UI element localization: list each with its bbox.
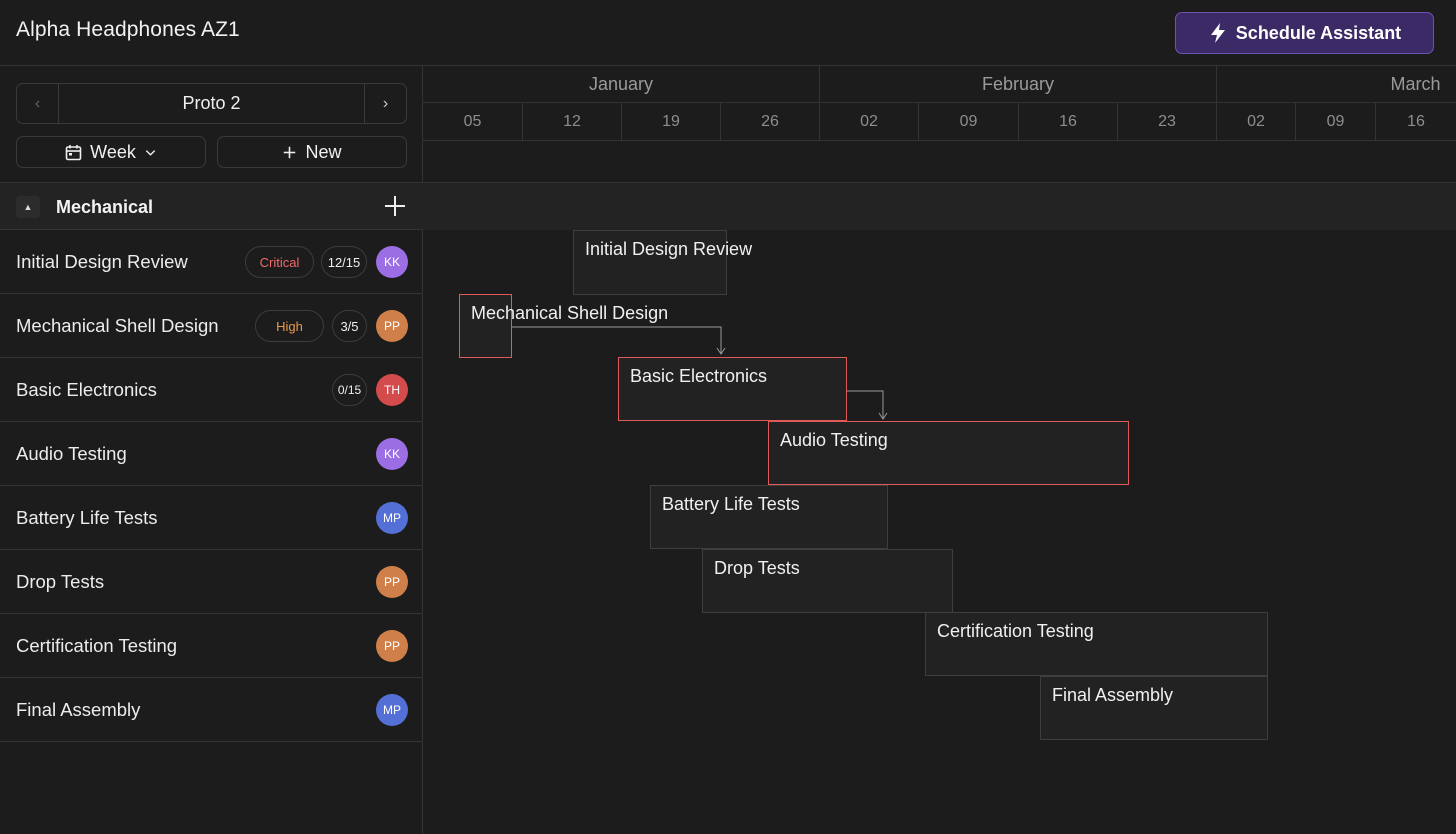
new-task-button[interactable]: New [217, 136, 407, 168]
schedule-assistant-label: Schedule Assistant [1235, 22, 1402, 43]
subtask-count-badge: 12/15 [321, 246, 367, 278]
task-bar-label: Basic Electronics [630, 366, 768, 386]
task-bar-label: Certification Testing [937, 621, 1094, 641]
week-label: 12 [523, 103, 622, 140]
caret-up-icon: ▲ [23, 202, 33, 212]
assignee-avatar[interactable]: PP [376, 630, 408, 662]
task-bar-audio-testing[interactable]: Audio Testing [768, 421, 1129, 485]
task-row[interactable]: Certification Testing PP [0, 614, 423, 678]
task-row[interactable]: Final Assembly MP [0, 678, 423, 742]
divider [423, 182, 1456, 183]
week-label: 16 [1407, 112, 1425, 130]
week-label: 09 [919, 103, 1019, 140]
assignee-avatar[interactable]: KK [376, 438, 408, 470]
task-name: Battery Life Tests [16, 507, 158, 528]
task-bar-label: Final Assembly [1052, 685, 1174, 705]
next-phase-button[interactable]: › [364, 84, 406, 123]
week-label: 02 [820, 103, 919, 140]
phase-navigator: ‹ Proto 2 › [16, 83, 407, 124]
task-bar-basic-electronics[interactable]: Basic Electronics [618, 357, 847, 421]
week-label: 09 [1296, 103, 1376, 140]
assignee-avatar[interactable]: MP [376, 694, 408, 726]
assignee-avatar[interactable]: TH [376, 374, 408, 406]
dependency-arrow [512, 326, 722, 353]
task-name: Basic Electronics [16, 379, 157, 400]
dependency-arrowhead [716, 347, 726, 355]
assignee-avatar[interactable]: MP [376, 502, 408, 534]
dependency-arrow [847, 390, 884, 418]
task-name: Drop Tests [16, 571, 105, 592]
week-label: 05 [423, 103, 523, 140]
task-bar-label: Mechanical Shell Design [471, 303, 669, 323]
task-bar-mechanical-shell-design[interactable]: Mechanical Shell Design [459, 294, 668, 358]
collapse-group-button[interactable]: ▲ [16, 196, 40, 218]
task-row[interactable]: Battery Life Tests MP [0, 486, 423, 550]
subtask-count-badge: 3/5 [332, 310, 367, 342]
task-row[interactable]: Basic Electronics 0/15 TH [0, 358, 423, 422]
schedule-assistant-button[interactable]: Schedule Assistant [1175, 12, 1434, 54]
task-row[interactable]: Drop Tests PP [0, 550, 423, 614]
task-bar-initial-design-review[interactable]: Initial Design Review [573, 230, 752, 295]
task-name: Certification Testing [16, 635, 178, 656]
group-header-mechanical: ▲ Mechanical [0, 183, 423, 230]
task-bar-label: Battery Life Tests [662, 494, 800, 514]
priority-badge: Critical [245, 246, 314, 278]
assignee-avatar[interactable]: PP [376, 566, 408, 598]
task-name: Initial Design Review [16, 251, 188, 272]
week-label: 26 [721, 103, 820, 140]
chevron-left-icon: ‹ [34, 94, 41, 112]
month-label: January [423, 66, 820, 103]
new-task-label: New [305, 141, 342, 162]
week-label: 16 [1019, 103, 1118, 140]
assignee-avatar[interactable]: PP [376, 310, 408, 342]
task-bar-label: Initial Design Review [585, 239, 753, 259]
task-row[interactable]: Mechanical Shell Design High 3/5 PP [0, 294, 423, 358]
view-select-label: Week [90, 141, 136, 162]
task-bar-label: Audio Testing [780, 430, 888, 450]
task-bar-drop-tests[interactable]: Drop Tests [702, 549, 953, 613]
week-label: 23 [1118, 103, 1217, 140]
task-list-panel: ‹ Proto 2 › Week New ▲ Mechanical Initia… [0, 66, 423, 834]
task-bar-label: Drop Tests [714, 558, 800, 578]
priority-badge: High [255, 310, 324, 342]
app-header: Alpha Headphones AZ1 Schedule Assistant [0, 0, 1456, 66]
task-name: Mechanical Shell Design [16, 315, 219, 336]
assignee-avatar[interactable]: KK [376, 246, 408, 278]
month-label: March [1390, 74, 1441, 94]
plus-icon [284, 146, 296, 158]
task-bar-final-assembly[interactable]: Final Assembly [1040, 676, 1268, 740]
task-name: Audio Testing [16, 443, 127, 464]
chevron-down-icon [145, 149, 156, 156]
task-bar-battery-life-tests[interactable]: Battery Life Tests [650, 485, 888, 549]
lightning-icon [1210, 23, 1225, 43]
prev-phase-button[interactable]: ‹ [17, 84, 59, 123]
divider [0, 182, 423, 183]
week-label: 02 [1217, 103, 1296, 140]
task-name: Final Assembly [16, 699, 141, 720]
timeline-group-band [423, 183, 1456, 230]
view-select-button[interactable]: Week [16, 136, 206, 168]
gantt-timeline: January February March 05 12 19 26 02 09… [423, 66, 1456, 834]
task-row[interactable]: Audio Testing KK [0, 422, 423, 486]
add-task-icon[interactable] [383, 194, 407, 218]
subtask-count-badge: 0/15 [332, 374, 367, 406]
month-header: January February March [423, 66, 1456, 103]
week-label: 19 [622, 103, 721, 140]
calendar-icon [65, 144, 82, 160]
task-row[interactable]: Initial Design Review Critical 12/15 KK [0, 230, 423, 294]
task-bar-certification-testing[interactable]: Certification Testing [925, 612, 1268, 676]
week-header: 05 12 19 26 02 09 16 23 02 09 16 [423, 103, 1456, 141]
group-title: Mechanical [56, 197, 154, 217]
chevron-right-icon: › [382, 94, 389, 112]
app-title: Alpha Headphones AZ1 [16, 18, 240, 41]
current-phase-label: Proto 2 [182, 93, 241, 113]
view-controls: Week New [16, 136, 407, 168]
month-label: February [820, 66, 1217, 103]
dependency-arrowhead [878, 412, 888, 420]
